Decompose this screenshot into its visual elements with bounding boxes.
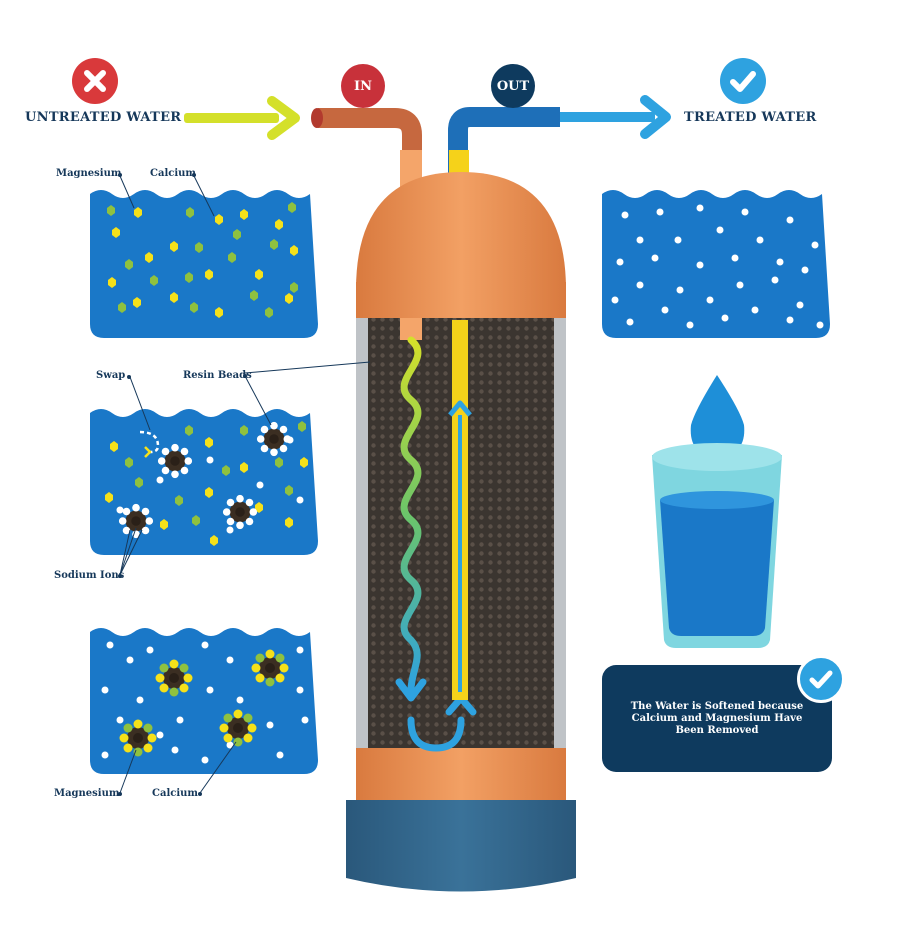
info-line-1: The Water is Softened because [630,700,804,712]
untreated-water-label: UNTREATED WATER [25,110,182,125]
softened-info-box: The Water is Softened because Calcium an… [602,665,832,772]
water-drop-icon [690,375,745,458]
info-line-2: Calcium and Magnesium Have [631,712,803,724]
ion-exchange-panel [90,409,318,555]
info-line-3: Been Removed [675,724,759,736]
label-magnesium-top: Magnesium [56,168,122,179]
flow-path [395,318,477,752]
untreated-x-icon [72,58,118,104]
water-glass-icon [652,443,782,648]
treated-water-label: TREATED WATER [684,110,817,125]
info-check-icon [797,655,845,703]
treated-check-icon [720,58,766,104]
label-magnesium-bottom: Magnesium [54,788,120,799]
label-calcium-top: Calcium [150,168,196,179]
treated-arrow-icon [555,95,671,139]
label-resin-beads: Resin Beads [183,370,252,381]
untreated-arrow-icon [184,96,300,140]
label-sodium-ions: Sodium Ions [54,570,125,581]
out-badge: OUT [491,64,535,108]
label-calcium-bottom: Calcium [152,788,198,799]
treated-water-panel [602,190,830,338]
untreated-water-panel [90,190,318,338]
label-swap: Swap [96,370,126,381]
tank-base [346,800,576,892]
in-badge: IN [341,64,385,108]
saturated-resin-panel [90,628,318,774]
